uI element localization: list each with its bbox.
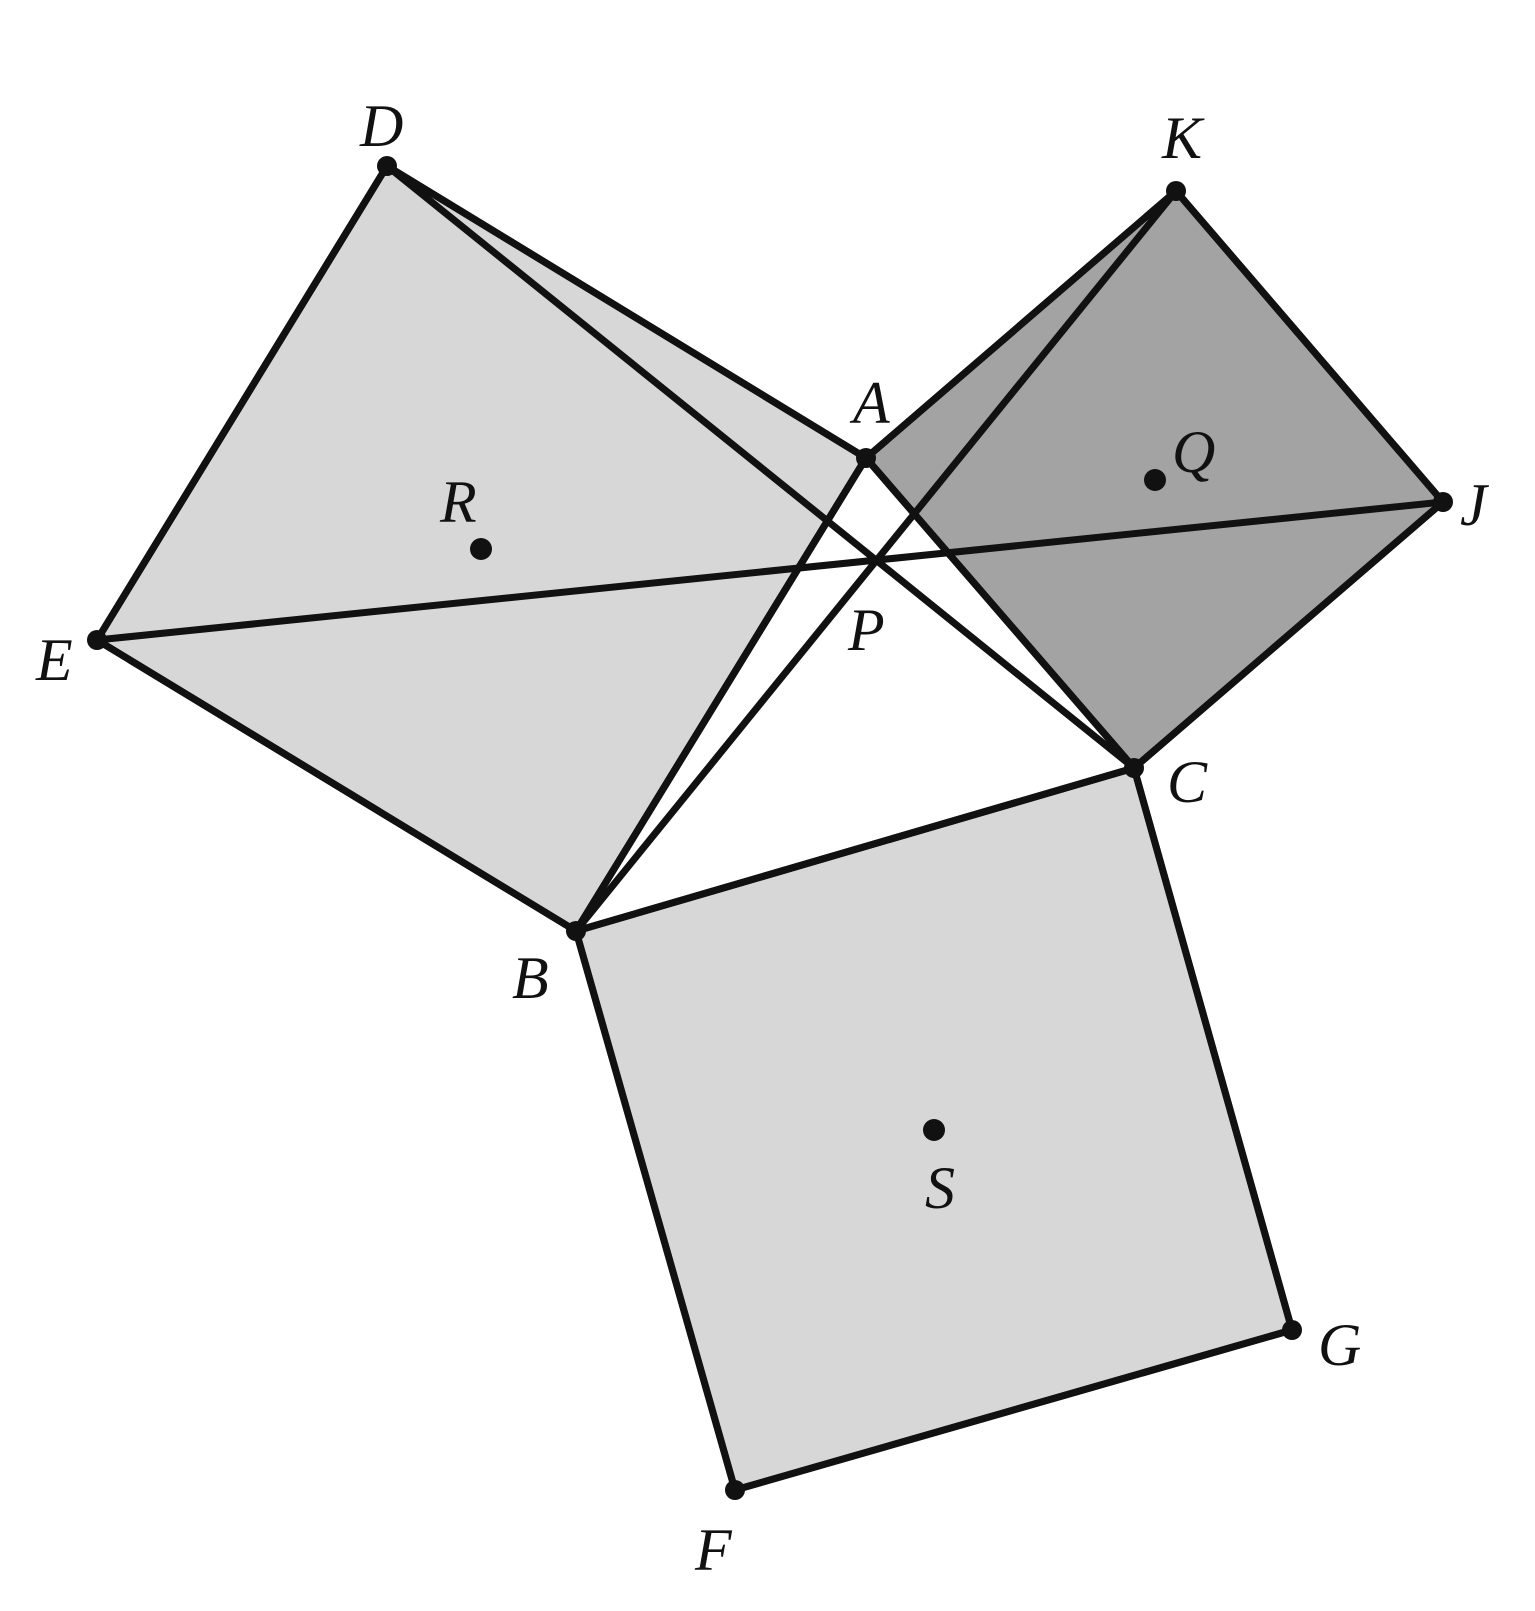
point-e-dot	[87, 630, 107, 650]
label-r: R	[439, 469, 477, 535]
triangle-abc	[576, 458, 1134, 931]
segment-ac	[862, 454, 1138, 772]
point-d-dot	[377, 156, 397, 176]
label-k: K	[1161, 105, 1205, 171]
point-s-dot	[923, 1119, 945, 1141]
segment-bc	[572, 764, 1138, 935]
segment-ab	[572, 454, 870, 935]
label-e: E	[35, 627, 73, 693]
label-c: C	[1167, 749, 1208, 815]
point-q-dot	[1144, 469, 1166, 491]
label-s: S	[925, 1155, 955, 1221]
point-f-dot	[725, 1480, 745, 1500]
label-a: A	[849, 370, 890, 436]
label-j: J	[1460, 472, 1489, 538]
point-c-dot	[1124, 758, 1144, 778]
point-r-dot	[470, 538, 492, 560]
label-q: Q	[1172, 419, 1215, 485]
point-g-dot	[1282, 1320, 1302, 1340]
label-g: G	[1318, 1312, 1361, 1378]
segment-dc	[383, 162, 1138, 772]
label-f: F	[694, 1517, 733, 1583]
point-k-dot	[1166, 181, 1186, 201]
segment-ej	[93, 498, 1447, 644]
label-b: B	[512, 945, 549, 1011]
point-a-dot	[856, 448, 876, 468]
label-p: P	[847, 597, 885, 663]
label-d: D	[359, 93, 403, 159]
point-j-dot	[1433, 492, 1453, 512]
point-b-dot	[566, 921, 586, 941]
